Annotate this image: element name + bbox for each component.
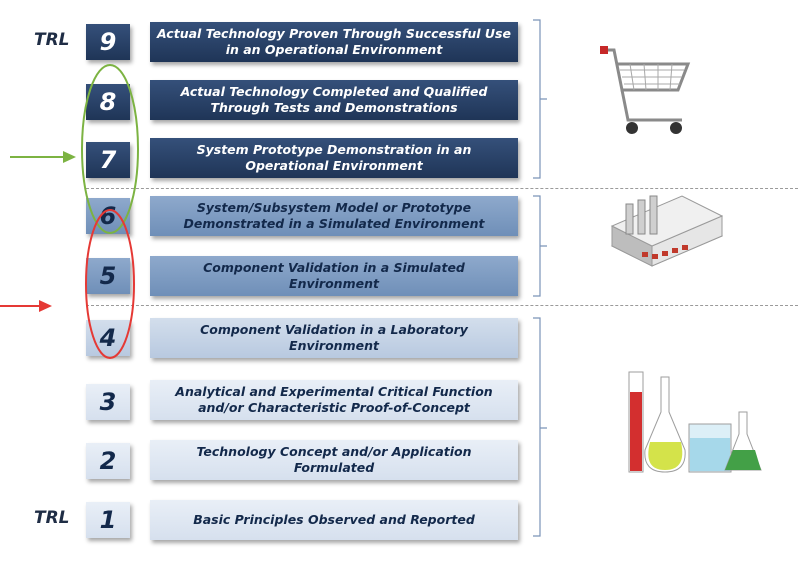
- factory-icon: [610, 195, 724, 267]
- level-3-description: Analytical and Experimental Critical Fun…: [150, 380, 518, 420]
- level-5-description: Component Validation in a Simulated Envi…: [150, 256, 518, 296]
- green-arrow-head: [63, 151, 76, 163]
- level-6-description: System/Subsystem Model or Prototype Demo…: [150, 196, 518, 236]
- level-8-description: Actual Technology Completed and Qualifie…: [150, 80, 518, 120]
- trl-top-label: TRL: [34, 30, 70, 50]
- level-2-description: Technology Concept and/or Application Fo…: [150, 440, 518, 480]
- level-1-description: Basic Principles Observed and Reported: [150, 500, 518, 540]
- level-5-number: 5: [86, 258, 130, 294]
- green-ellipse: [81, 64, 139, 234]
- section-divider-lower: [86, 305, 798, 306]
- bracket-levels-7-9: [533, 19, 547, 179]
- bracket-levels-1-4: [533, 317, 547, 537]
- level-7-number: 7: [86, 142, 130, 178]
- level-8-number: 8: [86, 84, 130, 120]
- level-1-number: 1: [86, 502, 130, 538]
- level-9-number: 9: [86, 24, 130, 60]
- laboratory-glassware-icon: [628, 371, 762, 473]
- red-arrow-head: [39, 300, 52, 312]
- bracket-levels-5-6: [533, 195, 547, 297]
- level-7-description: System Prototype Demonstration in an Ope…: [150, 138, 518, 178]
- level-3-number: 3: [86, 384, 130, 420]
- red-ellipse: [85, 209, 135, 359]
- level-2-number: 2: [86, 443, 130, 479]
- section-divider-upper: [86, 188, 798, 189]
- shopping-cart-icon: [600, 46, 691, 134]
- level-4-description: Component Validation in a Laboratory Env…: [150, 318, 518, 358]
- level-9-description: Actual Technology Proven Through Success…: [150, 22, 518, 62]
- trl-bottom-label: TRL: [34, 508, 70, 528]
